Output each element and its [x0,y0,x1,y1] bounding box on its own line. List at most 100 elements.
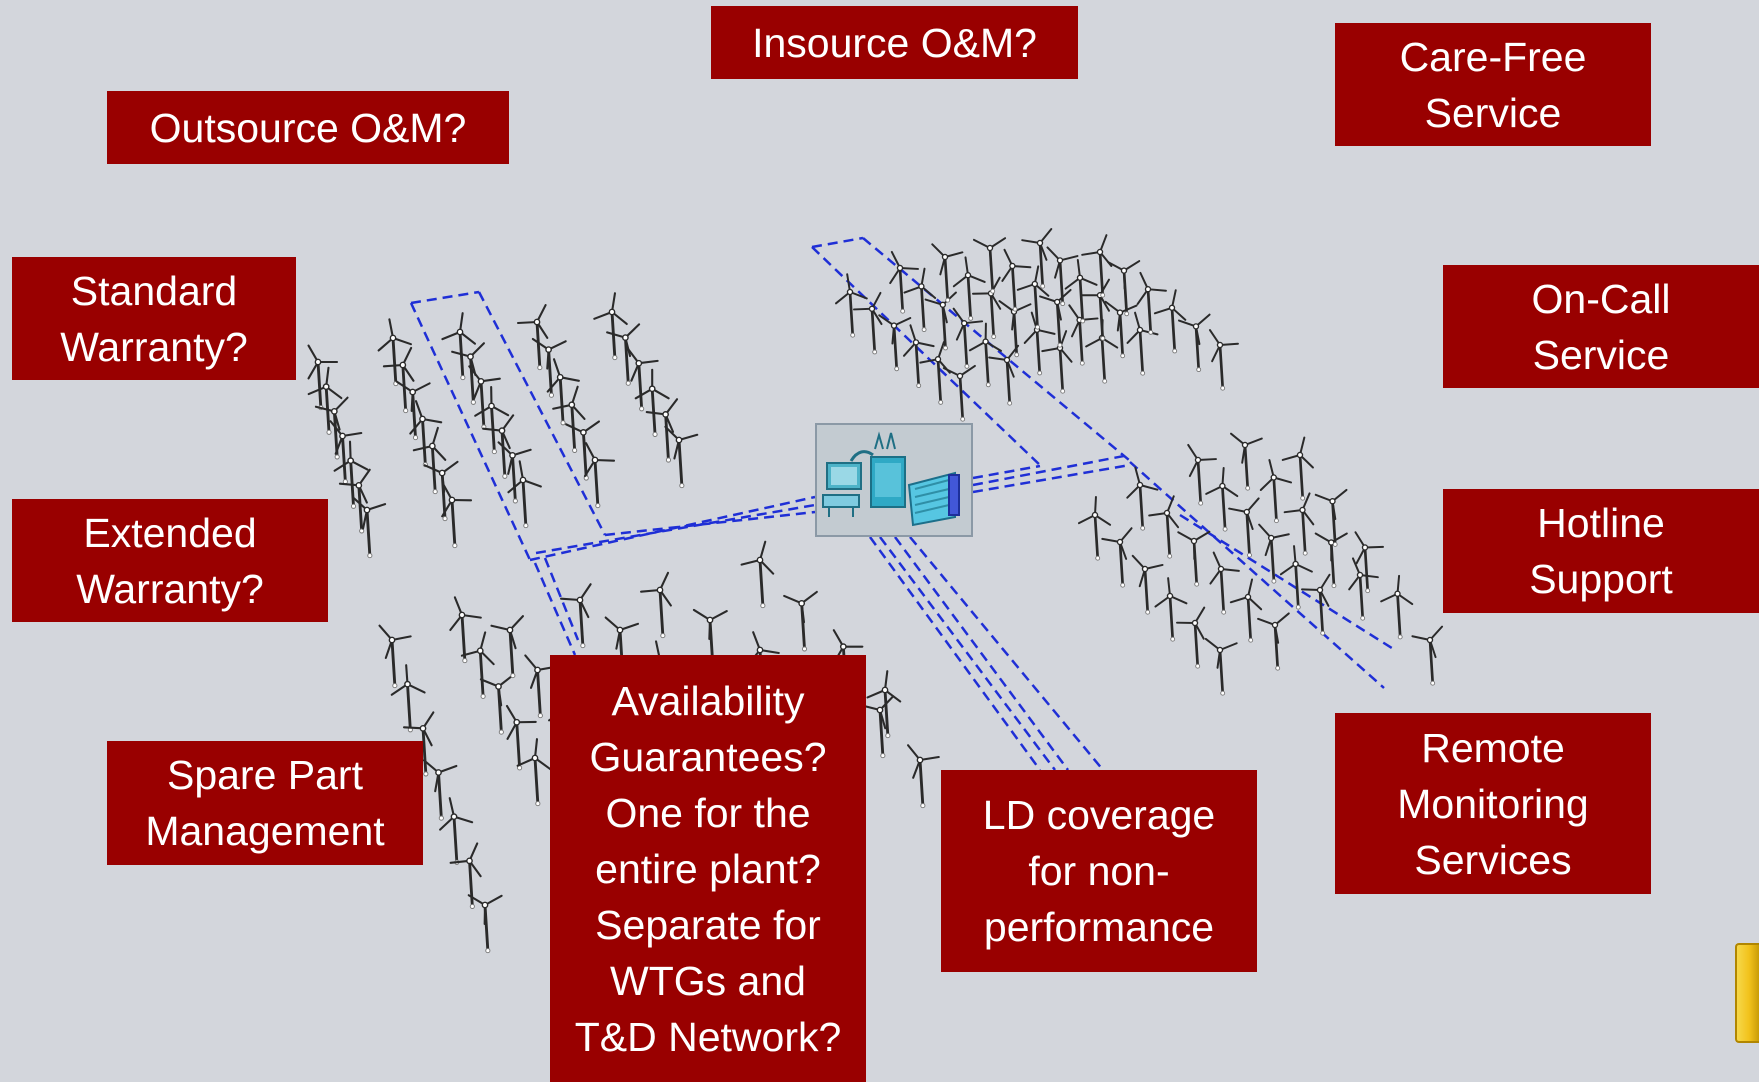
wind-turbine-icon [1230,432,1263,491]
navigation-tab[interactable] [1735,943,1759,1043]
outsource-om-text: Outsource O&M? [149,104,467,151]
wind-turbine-icon [924,291,957,351]
wind-turbine-icon [507,460,542,529]
wind-turbine-icon [1411,625,1444,686]
wind-turbine-icon [1259,459,1293,524]
wind-turbine-icon [783,590,818,652]
cable-south-1 [868,536,1042,771]
wind-turbine-icon [338,468,371,534]
wind-turbine-icon [333,440,369,509]
wind-turbine-icon [1081,278,1110,341]
wind-turbine-icon [1064,258,1098,324]
insource-om-text: Insource O&M? [752,19,1037,66]
substation-graphic [822,431,960,527]
wind-turbine-icon [516,304,549,371]
cable-south-3 [893,536,1070,771]
ld-coverage-label: LD coverage for non- performance [941,770,1257,972]
wind-turbine-icon [664,425,699,489]
wind-turbine-icon [1107,260,1141,317]
availability-guarantees-text: Availability Guarantees? One for the ent… [574,677,842,1060]
wind-turbine-icon [449,842,482,909]
wind-turbine-icon [583,442,616,509]
wind-turbine-icon [1021,228,1053,289]
wind-turbine-icon [1077,496,1112,561]
wind-turbine-icon [1301,573,1331,636]
cable-left-low [604,510,816,537]
wind-turbine-icon [382,346,415,414]
wind-turbine-icon [1205,467,1239,532]
wind-turbine-icon [1314,532,1348,589]
availability-guarantees-label: Availability Guarantees? One for the ent… [550,655,866,1082]
wind-turbine-icon [1209,551,1240,615]
wind-turbine-icon [1258,523,1290,584]
standard-warranty-text: Standard Warranty? [60,267,248,370]
wind-turbine-icon [1131,554,1164,615]
wind-turbine-icon [1177,313,1211,373]
cable-left-east [477,291,607,536]
wind-turbine-icon [1016,265,1050,330]
wind-turbine-icon [902,324,935,389]
wind-turbine-icon [634,368,670,437]
wind-turbine-icon [497,441,532,504]
cable-upper-link-2 [972,463,1131,494]
wind-turbine-icon [390,664,426,733]
wind-turbine-icon [906,744,940,809]
wind-turbine-icon [903,267,937,333]
wind-turbine-icon [1354,531,1384,594]
wind-turbine-icon [516,738,552,807]
wind-turbine-icon [351,496,387,559]
wind-turbine-icon [1154,577,1188,642]
wind-turbine-icon [449,596,482,664]
hotline-support-text: Hotline Support [1529,500,1673,602]
wind-turbine-icon [835,273,868,338]
cable-upper-top [811,236,864,249]
cable-left-south-2 [543,557,580,641]
wind-turbine-icon [479,673,515,735]
cable-east-trunk [1129,461,1385,689]
on-call-service-label: On-Call Service [1443,265,1759,388]
wind-turbine-icon [640,571,672,639]
wind-turbine-icon [1204,637,1238,696]
wind-turbine-icon [866,670,902,739]
wind-turbine-icon [606,323,641,386]
wind-turbine-icon [998,300,1032,358]
wind-turbine-icon [1314,488,1348,547]
wind-turbine-icon [889,250,919,314]
standard-warranty-label: Standard Warranty? [12,257,296,380]
wind-turbine-icon [329,420,363,485]
wind-turbine-icon [546,358,580,426]
wind-turbine-icon [482,414,515,479]
cable-left-south-1 [533,562,577,656]
ld-coverage-text: LD coverage for non- performance [982,792,1216,950]
wind-turbine-icon [1023,311,1056,376]
wind-turbine-icon [860,695,895,759]
wind-turbine-icon [441,482,473,549]
wind-turbine-icon [1176,606,1206,669]
wind-turbine-icon [1228,497,1260,558]
wind-turbine-icon [378,624,412,689]
cable-network [409,236,1396,771]
wind-turbine-icon [1041,330,1073,394]
cable-upper-east [862,237,1130,461]
wind-turbine-icon [626,346,659,412]
wind-turbine-icon [740,540,775,609]
wind-turbine-icon [460,631,495,699]
wind-turbine-icon [1104,300,1138,359]
wind-turbine-icon [1279,545,1313,610]
wind-turbine-icon [422,759,458,821]
wind-turbine-icon [878,314,912,372]
remote-monitoring-label: Remote Monitoring Services [1335,713,1651,894]
wind-turbine-icon [1229,578,1263,643]
care-free-service-text: Care-Free Service [1399,33,1587,136]
wind-turbine-icon [952,307,984,369]
cable-upper-link-1 [972,453,1130,487]
wind-turbine-icon [645,398,679,463]
wind-turbine-icon [467,894,503,954]
wind-turbine-icon [988,344,1020,406]
wind-turbine-icon [377,318,413,387]
wind-turbine-icon [474,385,510,455]
cable-south-2 [879,536,1056,771]
wind-turbine-icon [853,291,883,355]
